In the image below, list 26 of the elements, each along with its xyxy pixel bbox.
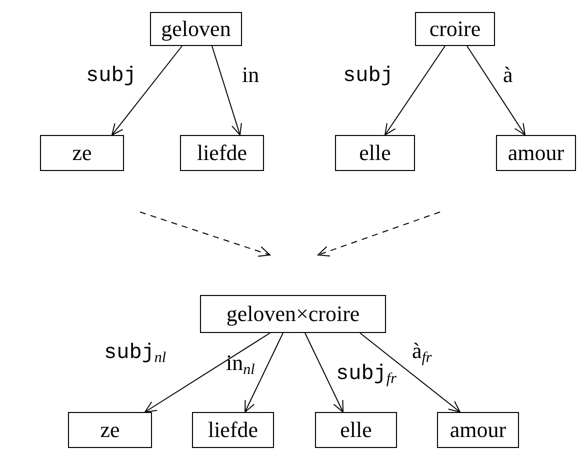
edge-label: subj$_{nl}$ xyxy=(104,343,166,364)
arrow xyxy=(466,46,526,136)
edge-label: in xyxy=(242,64,260,86)
word-box: amour xyxy=(437,412,519,448)
word-box: liefde xyxy=(192,412,274,448)
arrow xyxy=(304,332,344,412)
word-box: ze xyxy=(40,135,124,171)
word-box: elle xyxy=(335,135,415,171)
edge-label: in$_{nl}$ xyxy=(226,352,255,374)
word-box: liefde xyxy=(180,135,264,171)
edge-label: subj$_{fr}$ xyxy=(336,364,396,385)
arrow xyxy=(244,332,284,412)
arrow xyxy=(112,46,182,136)
arrow xyxy=(144,332,270,412)
word-box: elle xyxy=(315,412,397,448)
word-box: croire xyxy=(415,12,495,46)
edge-label: subj xyxy=(86,66,136,87)
word-box: geloven×croire xyxy=(200,295,386,333)
edge-label: à xyxy=(503,64,513,86)
edge-label: subj xyxy=(343,66,394,87)
arrow xyxy=(360,332,460,412)
arrow xyxy=(384,46,446,136)
arrow xyxy=(212,46,242,136)
word-box: amour xyxy=(496,135,576,171)
word-box: ze xyxy=(68,412,152,448)
word-box: geloven xyxy=(150,12,242,46)
